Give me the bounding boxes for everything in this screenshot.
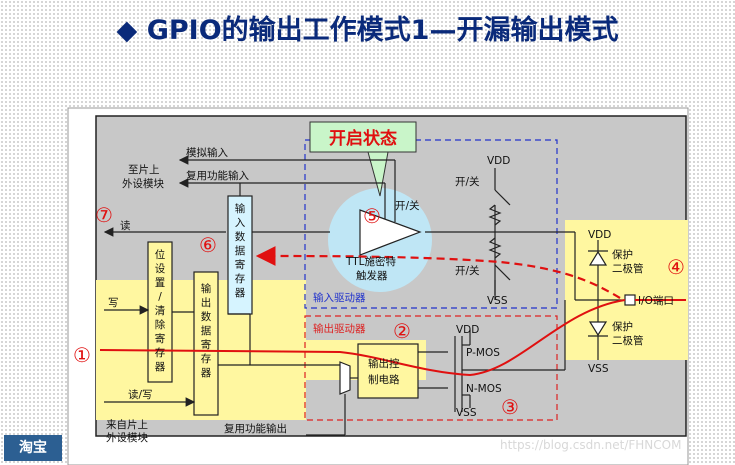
out-reg-c6: 器 (201, 367, 212, 379)
bsr-c7: 存 (155, 346, 166, 359)
highlight-right (565, 220, 688, 360)
bsr-c4: 清 (155, 304, 166, 317)
input-driver-label: 输入驱动器 (313, 291, 366, 304)
output-data-register (193, 271, 219, 416)
vdd-output: VDD (456, 324, 479, 336)
out-reg-c2: 数 (201, 310, 212, 323)
marker-2: ② (393, 319, 411, 343)
alt-func-output-label: 复用功能输出 (224, 422, 287, 435)
write-label: 写 (108, 297, 119, 309)
bsr-c6: 寄 (155, 332, 166, 345)
io-pin-label: I/O端口 (638, 294, 674, 307)
ttl-label-1: TTL施密特 (345, 255, 396, 268)
bsr-c2: 置 (155, 277, 166, 289)
alt-func-input-label: 复用功能输入 (186, 169, 249, 182)
input-driver-box (304, 139, 558, 309)
output-driver-label: 输出驱动器 (313, 322, 366, 335)
input-reg-c4: 寄 (235, 258, 246, 271)
output-driver-box (304, 315, 558, 421)
on-off-bottom: 开/关 (455, 264, 480, 277)
input-reg-c3: 据 (235, 244, 246, 257)
diode-top-1: 保护 (612, 248, 633, 261)
vdd-diode: VDD (588, 229, 611, 241)
diode-bottom-1: 保护 (612, 320, 633, 333)
callout-pointer (367, 151, 389, 197)
input-reg-c5: 存 (235, 272, 246, 285)
bsr-c3: / (158, 291, 162, 303)
vss-output: VSS (456, 407, 477, 419)
from-peripheral-1: 来自片上 (106, 418, 148, 431)
open-state-callout (309, 121, 417, 153)
out-reg-c4: 寄 (201, 338, 212, 351)
to-peripheral-2: 外设模块 (122, 178, 164, 190)
page-title: ◆ GPIO的输出工作模式1—开漏输出模式 (116, 15, 619, 46)
input-reg-c2: 数 (235, 230, 246, 243)
out-reg-c5: 存 (201, 352, 212, 365)
pmos-label: P-MOS (466, 347, 500, 359)
input-reg-c1: 入 (235, 217, 246, 229)
bsr-c8: 器 (155, 361, 166, 373)
on-off-mid: 开/关 (395, 199, 420, 212)
protection-diodes (588, 250, 608, 337)
marker-1: ① (73, 343, 91, 367)
out-reg-c1: 出 (201, 296, 212, 309)
read-label: 读 (120, 219, 131, 232)
output-signal-path (99, 299, 626, 377)
on-off-top: 开/关 (455, 175, 480, 188)
marker-4: ④ (667, 255, 685, 279)
diode-bottom-2: 二极管 (612, 334, 644, 347)
marker-3: ③ (501, 395, 519, 419)
out-reg-c3: 据 (201, 324, 212, 337)
step-markers: ① ② ③ ④ ⑤ ⑥ ⑦ (73, 203, 685, 419)
io-pin (624, 294, 636, 306)
bsr-c0: 位 (155, 248, 166, 261)
nmos-label: N-MOS (466, 383, 502, 395)
marker-5: ⑤ (363, 204, 381, 228)
bsr-c1: 设 (155, 263, 166, 275)
output-control-2: 制电路 (368, 373, 400, 386)
brand-logo: 淘宝 (4, 435, 62, 461)
read-write-label: 读/写 (128, 388, 153, 401)
output-control-circuit (357, 343, 419, 399)
analog-input-label: 模拟输入 (186, 146, 228, 159)
output-control-1: 输出控 (368, 357, 400, 370)
ttl-label-2: 触发器 (356, 269, 388, 282)
marker-7: ⑦ (95, 203, 113, 227)
vss-diode: VSS (588, 363, 609, 375)
to-peripheral-1: 至片上 (128, 163, 160, 176)
vdd-top: VDD (487, 155, 510, 167)
open-state-label: 开启状态 (329, 128, 397, 149)
out-reg-c0: 输 (201, 282, 212, 295)
wiring (103, 155, 625, 436)
marker-6: ⑥ (199, 233, 217, 257)
from-peripheral-2: 外设模块 (106, 432, 148, 444)
bsr-c5: 除 (155, 318, 166, 331)
readback-path (255, 246, 621, 299)
vss-input: VSS (487, 295, 508, 307)
schmitt-trigger (359, 209, 422, 256)
output-mux (339, 361, 351, 395)
diode-top-2: 二极管 (612, 262, 644, 275)
input-reg-c0: 输 (235, 202, 246, 215)
watermark: https://blog.csdn.net/FHNCOM (500, 438, 682, 452)
pull-resistors (488, 204, 502, 259)
input-reg-c6: 器 (235, 287, 246, 299)
